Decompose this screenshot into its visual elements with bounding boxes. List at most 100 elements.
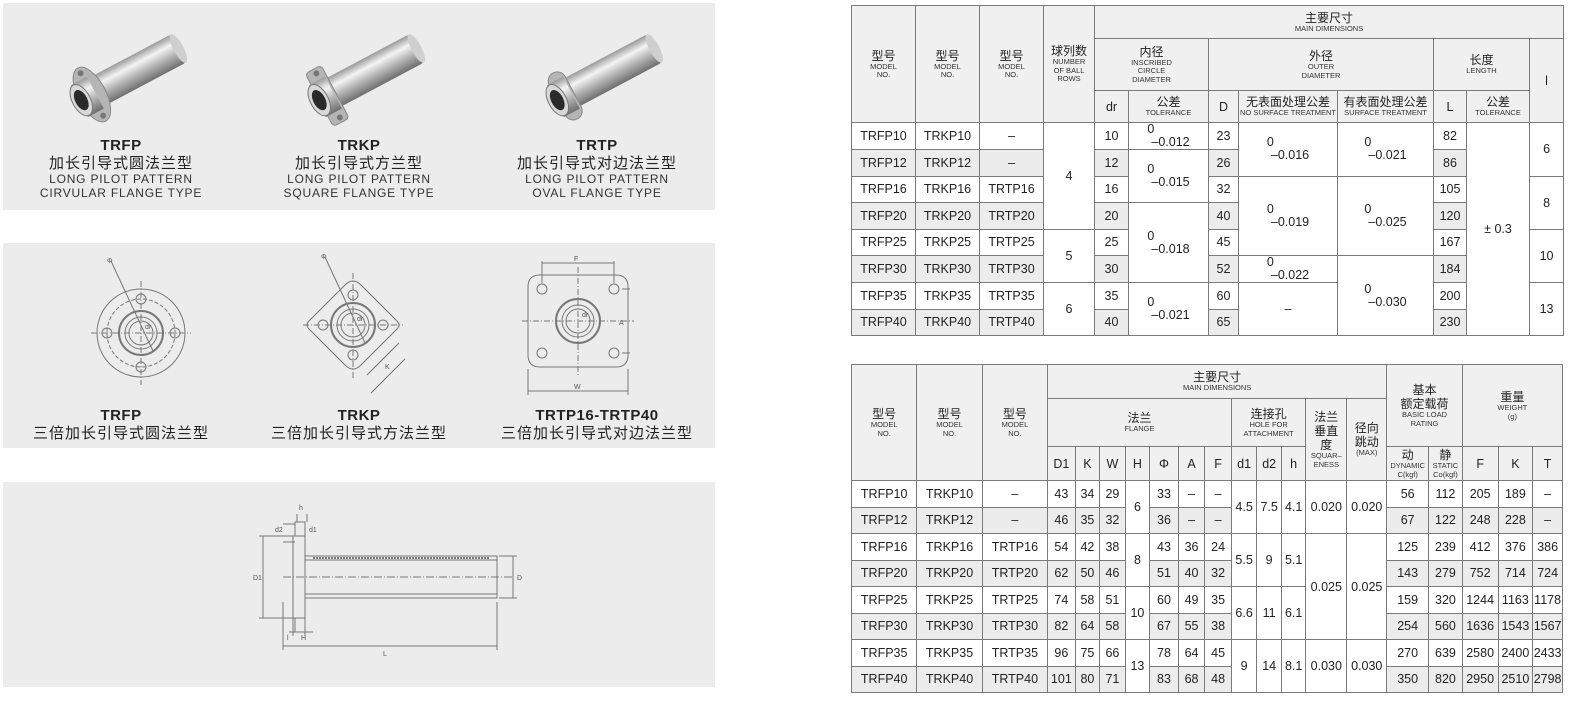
cell-text: –0.021 (1368, 148, 1407, 163)
drawing-name-cn: 三倍加长引导式对边法兰型 (500, 424, 693, 442)
table-cell: 386 (1532, 533, 1563, 561)
cell-text: NO. (940, 70, 955, 79)
dim-f-label: F (574, 256, 578, 263)
ball-rows-cell: 5 (1043, 228, 1095, 283)
table-cell: 412 (1461, 533, 1499, 561)
trfp-front-drawing: Φ dr (91, 258, 191, 385)
table-cell: 10 (1528, 228, 1565, 283)
table-cell: 68 (1177, 665, 1206, 693)
drawing-label-trkp: TRKP 三倍加长引导式方法兰型 (241, 407, 477, 442)
cell-text: NO SURFACE TREATMENT (1240, 108, 1336, 118)
table-cell: 46 (1047, 506, 1076, 534)
table-cell: 82 (1047, 612, 1076, 640)
cell-text: 跳动 (1354, 435, 1379, 450)
tolerance-cell: 0–0.025 (1337, 175, 1434, 256)
trkp-front-drawing: Φ dr K (303, 254, 406, 394)
table-cell: 48 (1204, 665, 1232, 693)
product-type-en: CIRVULAR FLANGE TYPE (39, 186, 203, 200)
cell-text: 度 (1320, 438, 1333, 452)
cell-text: 0–0.015 (1147, 163, 1189, 189)
table-cell: 40 (1094, 308, 1129, 336)
drawing-name-cn: 三倍加长引导式方法兰型 (270, 424, 447, 442)
dim-dr-label: dr (582, 312, 589, 319)
cell-text: 0–0.021 (1364, 136, 1406, 162)
table-cell: 75 (1074, 639, 1101, 667)
cell-text: 无表面处理公差 (1245, 95, 1330, 110)
table-cell: 52 (1208, 255, 1239, 283)
table-cell: 49 (1177, 586, 1206, 614)
table-cell: 20 (1094, 202, 1129, 230)
table-cell: 189 (1497, 480, 1534, 508)
cell-text: SQUAR– (1310, 451, 1342, 460)
table-cell: TRKP30 (915, 255, 980, 283)
table-cell: 320 (1428, 586, 1463, 614)
cell-text: 0 (1147, 295, 1155, 309)
table-cell: 13 (1124, 639, 1151, 693)
table-cell: 43 (1149, 533, 1179, 561)
cell-text: 0–0.022 (1267, 256, 1309, 282)
table-cell: 376 (1497, 533, 1534, 561)
cell-text: 0–0.021 (1147, 296, 1189, 322)
tolerance-cell: 0–0.015 (1128, 149, 1209, 203)
cell-text: 重量 (1500, 390, 1525, 404)
cell-text: 0–0.016 (1267, 136, 1309, 162)
drawing-code: TRFP (100, 407, 142, 424)
table-cell: 29 (1099, 480, 1126, 508)
cell-text: –0.018 (1151, 241, 1190, 256)
length-tolerance-cell: ± 0.3 (1466, 122, 1530, 336)
table-cell: TRTP16 (981, 533, 1049, 561)
table-cell: TRTP35 (979, 282, 1044, 310)
table-cell: TRKP12 (915, 149, 980, 177)
cell-text: 公差 (1485, 95, 1510, 110)
table-cell: TRFP35 (850, 639, 918, 667)
table-cell: 752 (1461, 559, 1499, 587)
table-cell: 11 (1256, 586, 1282, 640)
tolerance-cell: 0–0.022 (1238, 255, 1338, 283)
table-cell: TRTP40 (979, 308, 1044, 336)
table-cell: TRFP40 (850, 665, 918, 693)
table-cell: 45 (1204, 639, 1232, 667)
table-cell: 820 (1428, 665, 1463, 693)
table-cell: 66 (1099, 639, 1126, 667)
cell-text: TOLERANCE (1475, 108, 1521, 118)
col-header: A (1177, 446, 1206, 481)
table-cell: 83 (1149, 665, 1179, 693)
dim-D1-label: D1 (253, 575, 262, 582)
cell-text: 0–0.018 (1147, 229, 1190, 256)
table-cell: 7.5 (1256, 480, 1282, 534)
dim-d1-label: d1 (309, 527, 317, 534)
table-cell: 32 (1099, 506, 1126, 534)
table-cell: 4.1 (1280, 480, 1307, 534)
table-cell: 560 (1428, 612, 1463, 640)
table-cell: 1163 (1497, 586, 1534, 614)
cell-text: 法兰 (1127, 411, 1152, 426)
table-cell: TRTP30 (981, 612, 1049, 640)
cell-text: –0.016 (1270, 148, 1310, 163)
dim-H-label: H (301, 635, 306, 642)
table-cell: 2798 (1532, 665, 1563, 693)
tolerance-cell: – (1238, 282, 1338, 336)
cell-text: STATIC (1432, 461, 1459, 470)
table-cell: 270 (1386, 639, 1430, 667)
cell-text: 0 (1364, 135, 1372, 150)
product-name-cn: 加长引导式对边法兰型 (516, 154, 677, 172)
table-cell: 5.5 (1230, 533, 1258, 587)
table-cell: 184 (1433, 255, 1467, 283)
col-header: h (1280, 446, 1307, 481)
cell-text: MODEL (870, 61, 897, 71)
product-name-en: LONG PILOT PATTERN (49, 172, 193, 186)
cell-text: BASIC LOAD (1401, 410, 1447, 419)
